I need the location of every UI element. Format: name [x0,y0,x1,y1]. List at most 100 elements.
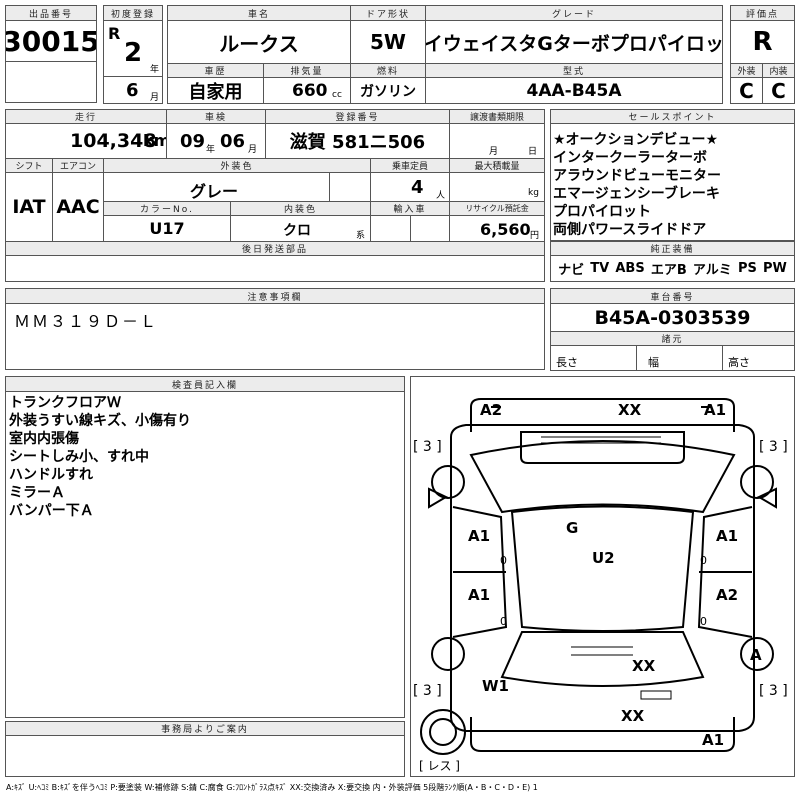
mark-a1-front-right: A1 [704,401,727,419]
windshield [469,440,736,514]
inspector-note: シートしみ小、すれ中 [9,449,149,465]
header-color-no: カラーNo. [103,201,231,216]
mark-g-windshield: G [566,519,579,537]
sales-point: プロパイロット [553,204,651,220]
chassis-number: B45A-0303539 [550,303,795,332]
header-recycle: リサイクル預託金 [449,201,545,216]
door-type: 5W [350,20,426,64]
header-mileage: 走行 [5,109,167,124]
mark-xx-rear: XX [632,657,656,675]
tire-front-right [740,465,774,499]
header-displacement: 排気量 [263,63,351,78]
header-genuine: 純正装備 [550,241,795,256]
aircon: AAC [52,172,104,242]
header-inspector: 検査員記入欄 [5,376,405,392]
reg-month-unit: 月 [150,93,160,103]
inspector-note: バンパー下Ａ [9,503,94,519]
era: R [108,24,121,43]
inspector-note: 外装うすい線キズ、小傷有り [9,413,191,429]
tire-front-left [431,465,465,499]
car-name: ルークス [167,20,351,64]
inspector-note: ミラーＡ [9,485,65,501]
divider [410,215,411,242]
spec-width: 幅 [648,356,659,369]
reg-year: 2 [124,38,143,68]
zero-marker: 0 [700,615,707,628]
rear-window [500,631,705,687]
interior-color-box [230,215,371,242]
lot-blank [5,61,97,103]
shift: IAT [5,172,53,242]
sales-point: 両側パワースライドドア [553,222,707,238]
spec-length: 長さ [556,356,578,369]
reg-year-unit: 年 [150,65,160,75]
mark-a2-right-rear: A2 [716,586,739,604]
specs-box [550,345,795,371]
reg-month: 6 [126,80,139,101]
header-reg-no: 登録番号 [265,109,450,124]
sales-points-box: ★オークションデビュー★ インタークーラーターボ アラウンドビューモニター エマ… [550,123,795,241]
capacity: 4 [411,177,424,198]
fuel: ガソリン [350,77,426,104]
first-reg-box [103,20,163,104]
car-diagram-svg [420,398,777,755]
header-lot-no: 出品番号 [5,5,97,21]
header-color: 外装色 [103,158,371,173]
header-interior: 内装 [762,63,795,78]
transfer-month-unit: 月 [489,147,499,157]
displacement-unit: cc [332,90,342,100]
score: R [730,20,795,64]
mark-xx-bumper: XX [621,707,645,725]
tire-depth-rl: [ 3 ] [413,683,442,699]
header-transfer: 譲渡書類期限 [449,109,545,124]
header-later-parts: 後日発送部品 [5,241,545,256]
later-parts-box [5,255,545,282]
spare-tire-inner [429,718,457,746]
displacement: 660 [292,81,328,101]
header-door: ドア形状 [350,5,426,21]
recycle-fee: 6,560 [480,220,531,239]
equipment-item: アルミ [692,263,732,278]
spare-tire [420,709,466,755]
office-box [5,735,405,777]
inspector-note: ハンドルすれ [9,467,93,483]
exterior-color: グレー [190,182,239,201]
equipment-item: TV [590,261,610,276]
equipment-item: ナビ [558,263,585,278]
recycle-unit: 円 [530,231,540,241]
front-bumper-outline [470,398,735,432]
header-fuel: 燃料 [350,63,426,78]
header-aircon: エアコン [52,158,104,173]
header-score: 評価点 [730,5,795,21]
equipment-item: PW [763,261,787,276]
header-car-name: 車名 [167,5,351,21]
tire-depth-fr: [ 3 ] [759,439,788,455]
interior-color: クロ [283,223,311,239]
color-number: U17 [103,215,231,242]
body-outline [450,424,755,732]
header-grade: グレード [425,5,723,21]
header-first-reg: 初度登録 [103,5,163,21]
mark-xx-front: XX [618,401,642,419]
header-max-load: 最大積載量 [449,158,545,173]
inspector-notes-box: トランクフロアＷ 外装うすい線キズ、小傷有り 室内内張傷 シートしみ小、すれ中 … [5,391,405,718]
divider [329,172,330,202]
zero-marker: 0 [500,615,507,628]
tire-rear-left [431,637,465,671]
grade: ハイウェイスタGターボプロパイロット [425,20,723,64]
tire-depth-rr: [ 3 ] [759,683,788,699]
inspector-note: トランクフロアＷ [9,395,121,411]
header-model-code: 型式 [425,63,723,78]
divider [722,345,723,371]
sales-point: エマージェンシーブレーキ [553,186,720,202]
capacity-box [370,172,450,202]
interior-score: C [762,77,795,104]
spare-tire-label: [ レス ] [419,759,460,773]
header-history: 車歴 [167,63,264,78]
sales-point: インタークーラーターボ [553,150,707,166]
sales-point: ★オークションデビュー★ [553,132,719,148]
inspection-year: 09 [180,131,206,152]
equipment-item: PS [737,261,757,276]
notes-text: ＭＭ３１９Ｄ－Ｌ [14,312,159,331]
displacement-box [263,77,351,104]
